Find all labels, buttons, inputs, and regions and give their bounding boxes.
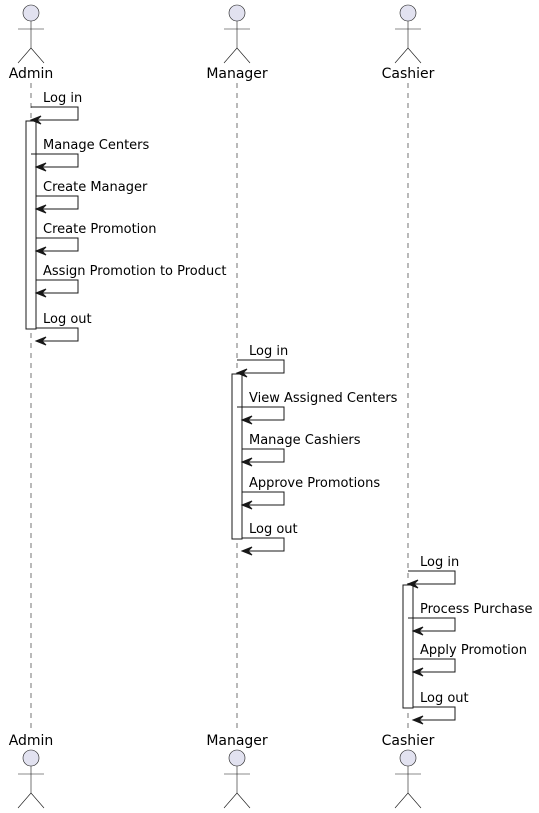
- actor-icon-manager-top: [223, 4, 251, 64]
- message-4: Create Promotion: [34, 222, 156, 256]
- arrowhead-icon: [411, 667, 424, 677]
- message-arrow-10: [242, 491, 285, 506]
- message-arrow-8: [237, 406, 285, 421]
- message-label-7: Log in: [249, 344, 288, 359]
- actor-name-admin-bottom: Admin: [9, 733, 54, 749]
- message-15: Log out: [411, 691, 469, 725]
- message-label-15: Log out: [420, 691, 469, 706]
- message-7: Log in: [235, 344, 288, 378]
- arrowhead-icon: [240, 457, 253, 467]
- message-arrow-14: [413, 658, 456, 673]
- activation-bar-admin: [25, 120, 37, 330]
- arrowhead-icon: [411, 715, 424, 725]
- message-label-4: Create Promotion: [43, 222, 156, 237]
- message-label-5: Assign Promotion to Product: [43, 264, 227, 279]
- message-arrow-11: [242, 537, 285, 552]
- actor-icon-admin-top: [17, 4, 45, 64]
- message-8: View Assigned Centers: [237, 391, 398, 425]
- actor-icon-cashier-top: [394, 4, 422, 64]
- message-label-3: Create Manager: [43, 180, 148, 195]
- arrowhead-icon: [240, 500, 253, 510]
- message-label-8: View Assigned Centers: [249, 391, 398, 406]
- actor-name-manager-bottom: Manager: [206, 733, 268, 749]
- arrowhead-icon: [34, 204, 47, 214]
- arrowhead-icon: [235, 368, 248, 378]
- actor-icon-cashier-bottom: [394, 749, 422, 809]
- message-6: Log out: [34, 312, 92, 346]
- message-1: Log in: [29, 91, 82, 125]
- message-label-6: Log out: [43, 312, 92, 327]
- message-arrow-15: [413, 706, 456, 721]
- message-arrow-3: [36, 195, 79, 210]
- actor-icon-admin-bottom: [17, 749, 45, 809]
- activation-bar-cashier: [402, 584, 414, 709]
- message-label-2: Manage Centers: [43, 138, 150, 153]
- message-arrow-13: [408, 617, 456, 632]
- message-9: Manage Cashiers: [240, 433, 361, 467]
- arrowhead-icon: [406, 579, 419, 589]
- message-arrow-5: [36, 279, 79, 294]
- message-arrow-6: [36, 327, 79, 342]
- message-label-1: Log in: [43, 91, 82, 106]
- message-arrow-12: [408, 570, 456, 585]
- arrowhead-icon: [411, 626, 424, 636]
- arrowhead-icon: [34, 288, 47, 298]
- message-arrow-2: [31, 153, 79, 168]
- message-label-10: Approve Promotions: [249, 476, 380, 491]
- message-label-12: Log in: [420, 555, 459, 570]
- arrowhead-icon: [29, 115, 42, 125]
- actor-name-admin-top: Admin: [9, 66, 54, 82]
- activation-bar-manager: [231, 373, 243, 540]
- message-arrow-1: [31, 106, 79, 121]
- activation-bars: [25, 120, 414, 709]
- arrowhead-icon: [240, 546, 253, 556]
- message-5: Assign Promotion to Product: [34, 264, 227, 298]
- arrowhead-icon: [34, 246, 47, 256]
- arrowhead-icon: [34, 336, 47, 346]
- message-12: Log in: [406, 555, 459, 589]
- message-arrow-9: [242, 448, 285, 463]
- message-14: Apply Promotion: [411, 643, 527, 677]
- message-3: Create Manager: [34, 180, 148, 214]
- actor-name-cashier-bottom: Cashier: [382, 733, 435, 749]
- message-label-11: Log out: [249, 522, 298, 537]
- message-label-14: Apply Promotion: [420, 643, 527, 658]
- message-label-9: Manage Cashiers: [249, 433, 361, 448]
- message-13: Process Purchase: [408, 602, 532, 636]
- arrowhead-icon: [34, 162, 47, 172]
- arrowhead-icon: [240, 415, 253, 425]
- actor-icon-manager-bottom: [223, 749, 251, 809]
- actor-name-manager-top: Manager: [206, 66, 268, 82]
- message-10: Approve Promotions: [240, 476, 380, 510]
- message-2: Manage Centers: [31, 138, 150, 172]
- actor-name-cashier-top: Cashier: [382, 66, 435, 82]
- message-label-13: Process Purchase: [420, 602, 532, 617]
- message-arrow-4: [36, 237, 79, 252]
- message-11: Log out: [240, 522, 298, 556]
- message-arrow-7: [237, 359, 285, 374]
